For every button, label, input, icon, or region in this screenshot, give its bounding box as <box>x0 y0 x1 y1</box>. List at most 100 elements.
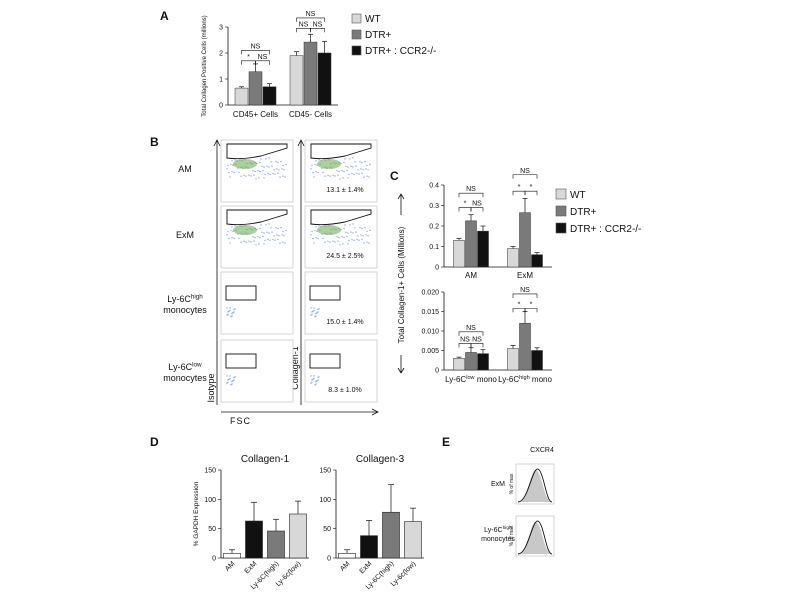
flow-event-dot <box>258 243 260 245</box>
flow-event-dot <box>341 170 343 172</box>
flow-event-dot <box>255 178 257 180</box>
flow-event-dot <box>338 170 340 173</box>
flow-event-dot <box>282 175 284 177</box>
flow-event-dot <box>262 235 264 238</box>
flow-event-dot <box>347 177 349 179</box>
flow-event-dot <box>254 170 256 173</box>
row-label: ExM <box>176 230 194 240</box>
row-label-suffix: monocytes <box>163 305 207 315</box>
flow-event-dot <box>254 236 256 239</box>
bar <box>248 71 263 106</box>
flow-event-dot <box>227 381 229 384</box>
flow-event-dot <box>347 243 349 245</box>
flow-event-dot <box>230 384 232 386</box>
flow-event-dot <box>315 160 317 162</box>
flow-event-dot <box>336 170 338 172</box>
legend-a-label-ccr2: DTR+ : CCR2-/- <box>365 46 436 57</box>
flow-event-dot <box>257 236 259 238</box>
flow-event-dot <box>350 165 352 167</box>
flow-event-dot <box>366 230 368 233</box>
flow-event-dot <box>229 309 231 312</box>
bar <box>382 511 400 559</box>
flow-event-dot <box>313 377 315 380</box>
y-tick-label: 0.020 <box>421 290 439 297</box>
flow-event-dot <box>233 308 235 311</box>
flow-event-dot <box>366 175 368 177</box>
histogram-row-label-sup: high <box>503 525 513 531</box>
flow-event-dot <box>226 307 228 309</box>
significance-label: NS <box>306 11 316 18</box>
flow-event-dot <box>318 159 320 161</box>
flow-event-dot <box>349 158 351 160</box>
flow-event-dot <box>317 376 319 379</box>
flow-event-dot <box>252 170 254 172</box>
significance-label: * <box>530 301 533 308</box>
bar <box>453 358 465 371</box>
y-tick-label: 150 <box>204 468 216 475</box>
flow-event-dot <box>233 237 235 240</box>
significance-bracket <box>512 190 526 196</box>
bar <box>223 553 241 559</box>
flow-event-dot <box>234 376 236 378</box>
flow-event-dot <box>348 173 350 176</box>
fsc-label: FSC <box>230 416 251 426</box>
flow-event-dot <box>334 241 336 243</box>
bar <box>465 220 477 268</box>
flow-event-dot <box>314 384 316 386</box>
flow-gate <box>226 143 288 160</box>
flow-event-dot <box>322 171 324 174</box>
flow-event-dot <box>272 172 274 175</box>
flow-event-dot <box>358 239 360 241</box>
flow-event-dot <box>268 157 270 159</box>
flow-event-dot <box>284 176 286 178</box>
flow-event-dot <box>231 226 233 228</box>
flow-event-dot <box>278 169 280 171</box>
flow-event-dot <box>252 236 254 238</box>
flow-event-dot <box>227 379 229 381</box>
flow-event-dot <box>339 244 341 246</box>
flow-event-dot <box>281 234 283 236</box>
legend-c-label-dtr: DTR+ <box>570 207 597 218</box>
row-label-base: Ly-6C <box>167 294 191 304</box>
flow-event-dot <box>275 227 277 229</box>
flow-event-dot <box>361 238 363 240</box>
row-label: Ly-6Clow <box>168 361 202 372</box>
flow-gate <box>226 209 288 226</box>
flow-plot-frame <box>304 205 378 269</box>
flow-event-dot <box>312 310 314 312</box>
flow-event-dot <box>369 163 371 166</box>
flow-event-dot <box>359 227 361 229</box>
y-tick-label: 0.015 <box>421 309 439 316</box>
flow-event-dot <box>344 158 346 160</box>
flow-event-dot <box>314 229 316 232</box>
flow-event-dot <box>279 176 281 178</box>
category-label: AM <box>465 271 477 280</box>
flow-plot-frame <box>220 139 294 203</box>
flow-event-dot <box>280 160 282 163</box>
flow-event-dot <box>310 314 312 316</box>
significance-label: * <box>247 54 250 61</box>
flow-gate <box>225 285 257 301</box>
row-label: Ly-6Chigh <box>167 293 203 304</box>
bar <box>404 521 422 559</box>
y-tick-label: 0 <box>435 368 439 375</box>
significance-label: * <box>530 184 533 191</box>
flow-event-dot <box>312 171 314 174</box>
flow-event-dot <box>258 177 260 179</box>
row-label-suffix: monocytes <box>163 373 207 383</box>
flow-event-dot <box>269 239 271 241</box>
bar <box>262 86 277 106</box>
flow-event-dot <box>260 158 262 160</box>
flow-event-dot <box>362 235 364 237</box>
flow-event-dot <box>264 239 266 242</box>
flow-event-dot <box>285 229 287 232</box>
significance-label: NS <box>466 325 476 332</box>
bar <box>317 52 332 106</box>
flow-event-dot <box>332 240 334 242</box>
flow-event-dot <box>271 165 273 167</box>
bar <box>531 350 543 371</box>
flow-event-dot <box>229 176 231 178</box>
collagen-label: Collagen-1 <box>290 346 300 390</box>
